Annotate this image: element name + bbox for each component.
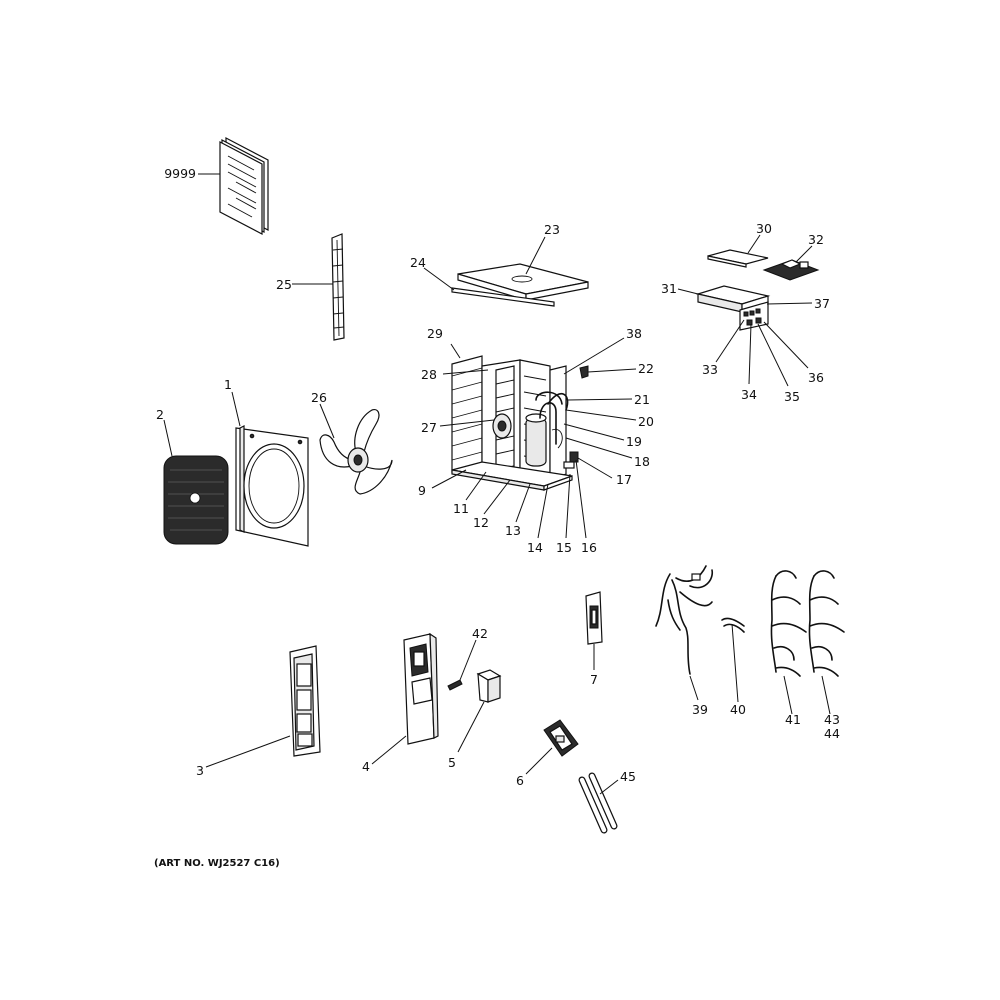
callout-6: 6 [516, 773, 524, 788]
callout-31: 31 [661, 281, 677, 296]
callout-17: 17 [616, 472, 632, 487]
callout-29: 29 [427, 326, 443, 341]
part-control-board [762, 259, 820, 281]
callout-14: 14 [527, 540, 543, 555]
callout-37: 37 [814, 296, 830, 311]
callout-16: 16 [581, 540, 597, 555]
callout-22: 22 [638, 361, 654, 376]
callout-1: 1 [224, 377, 232, 392]
callout-24: 24 [410, 255, 426, 270]
callout-27: 27 [421, 420, 437, 435]
art-number: (ART NO. WJ2527 C16) [154, 858, 280, 869]
callout-32: 32 [808, 232, 824, 247]
callout-9: 9 [418, 483, 426, 498]
callout-26: 26 [311, 390, 327, 405]
part-small-wire [721, 617, 745, 633]
part-cable-set-43 [808, 570, 845, 677]
callout-21: 21 [634, 392, 650, 407]
callout-42: 42 [472, 626, 488, 641]
callout-25: 25 [276, 277, 292, 292]
part-terminal-plate [585, 591, 603, 645]
part-wiring-harness [655, 565, 714, 675]
callout-18: 18 [634, 454, 650, 469]
part-side-bracket [403, 632, 439, 745]
part-manual [219, 137, 269, 235]
callout-12: 12 [473, 515, 489, 530]
callout-43: 43 [824, 712, 840, 727]
part-tubes [578, 772, 618, 834]
callout-34: 34 [741, 387, 757, 402]
callout-40: 40 [730, 702, 746, 717]
part-filter-frame [289, 645, 321, 757]
part-clip [579, 365, 589, 379]
callout-41: 41 [785, 712, 801, 727]
callout-20: 20 [638, 414, 654, 429]
part-screw [447, 679, 463, 691]
callout-4: 4 [362, 759, 370, 774]
callout-35: 35 [784, 389, 800, 404]
part-outdoor-unit-chassis [451, 355, 579, 491]
part-small-box [476, 669, 502, 703]
callout-23: 23 [544, 222, 560, 237]
callout-44: 44 [824, 726, 840, 741]
callout-39: 39 [692, 702, 708, 717]
callout-13: 13 [505, 523, 521, 538]
part-rail [451, 287, 555, 307]
part-fan-blade [319, 409, 393, 495]
callout-7: 7 [590, 672, 598, 687]
part-side-bar [331, 233, 345, 341]
callout-28: 28 [421, 367, 437, 382]
part-cover-plate [707, 249, 769, 268]
callout-45: 45 [620, 769, 636, 784]
callout-30: 30 [756, 221, 772, 236]
callout-3: 3 [196, 763, 204, 778]
part-front-panel [235, 425, 309, 547]
part-electrical-box [695, 285, 771, 331]
callout-19: 19 [626, 434, 642, 449]
callout-15: 15 [556, 540, 572, 555]
callout-2: 2 [156, 407, 164, 422]
callout-33: 33 [702, 362, 718, 377]
callout-11: 11 [453, 501, 469, 516]
part-front-grille [163, 455, 229, 545]
callout-36: 36 [808, 370, 824, 385]
callout-38: 38 [626, 326, 642, 341]
callout-5: 5 [448, 755, 456, 770]
callout-9999: 9999 [164, 166, 196, 181]
part-display-module [543, 719, 579, 757]
part-cable-set-41 [770, 570, 807, 677]
